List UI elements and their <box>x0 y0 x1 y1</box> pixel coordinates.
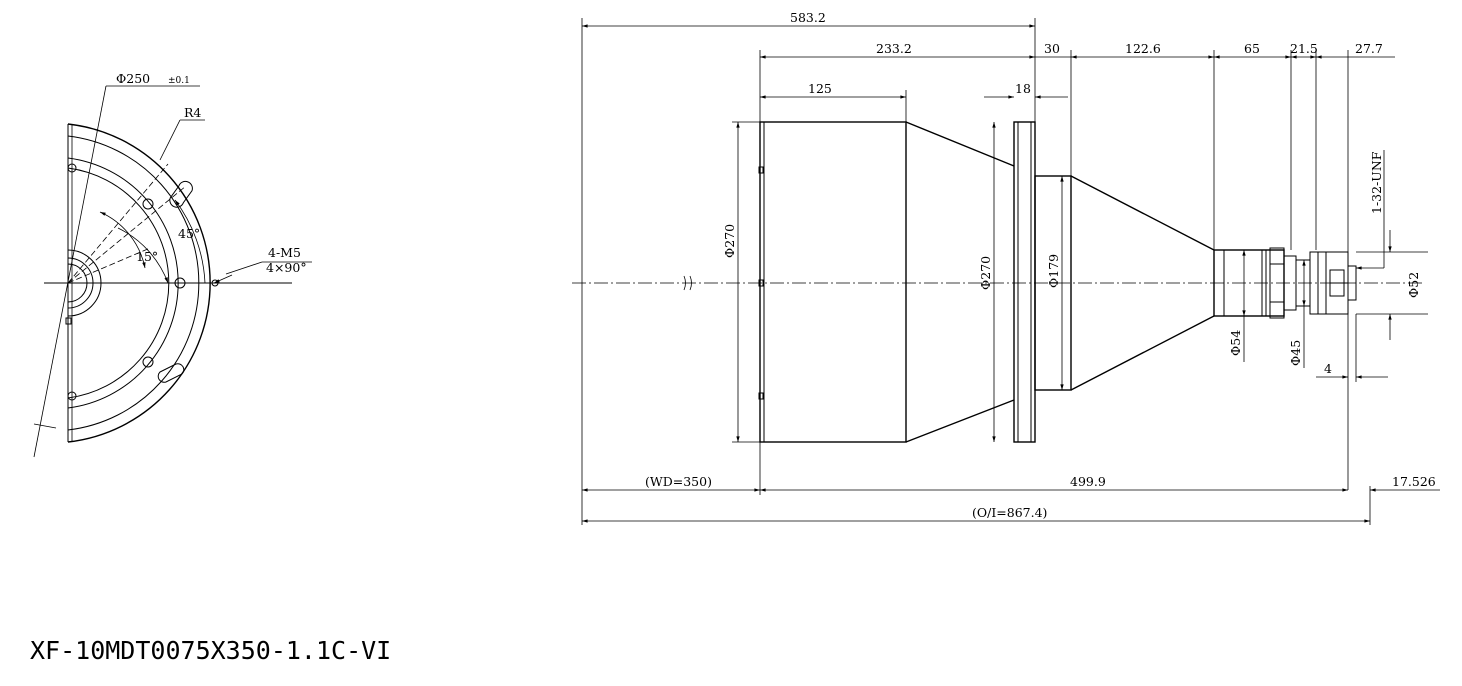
pattern-4x90-label: 4×90° <box>266 260 307 275</box>
dim-front-cylinder: 125 <box>808 81 832 96</box>
diameter-250-label: Φ250 <box>116 71 150 86</box>
dim-mount-diameter: Φ52 <box>1406 272 1421 298</box>
dim-overall-length: 583.2 <box>790 10 826 25</box>
front-view: Φ250 ±0.1 R4 45° 15° 4-M5 4×90° <box>33 71 312 458</box>
dim-working-distance: (WD=350) <box>645 474 712 489</box>
dim-4: 4 <box>1324 361 1332 376</box>
dim-barrel-diameter: Φ54 <box>1228 330 1243 356</box>
tolerance-label: ±0.1 <box>168 76 190 86</box>
dim-30: 30 <box>1044 41 1060 56</box>
dim-front-diameter: Φ270 <box>722 224 737 258</box>
angle-15-label: 15° <box>136 249 158 264</box>
thread-4-m5-label: 4-M5 <box>268 245 301 260</box>
dim-21-5: 21.5 <box>1290 41 1318 56</box>
radius-r4-label: R4 <box>184 105 201 120</box>
dim-rear-tube-diameter: Φ179 <box>1046 254 1061 288</box>
dim-flange-diameter: Φ270 <box>978 256 993 290</box>
angle-45-label: 45° <box>178 226 200 241</box>
dim-flange-width: 18 <box>1015 81 1031 96</box>
dim-ring-diameter: Φ45 <box>1288 340 1303 366</box>
side-view: 583.2 233.2 125 18 30 122.6 65 21.5 27.7… <box>572 10 1440 525</box>
dim-body-length: 233.2 <box>876 41 912 56</box>
mount-thread-label: 1-32-UNF <box>1369 151 1384 214</box>
dim-65: 65 <box>1244 41 1260 56</box>
dim-499-9: 499.9 <box>1070 474 1106 489</box>
dim-back-focus: 17.526 <box>1392 474 1436 489</box>
dim-122-6: 122.6 <box>1125 41 1161 56</box>
dim-27-7: 27.7 <box>1355 41 1383 56</box>
dim-object-to-image: (O/I=867.4) <box>972 505 1047 520</box>
model-number-title: XF-10MDT0075X350-1.1C-VI <box>30 636 392 665</box>
